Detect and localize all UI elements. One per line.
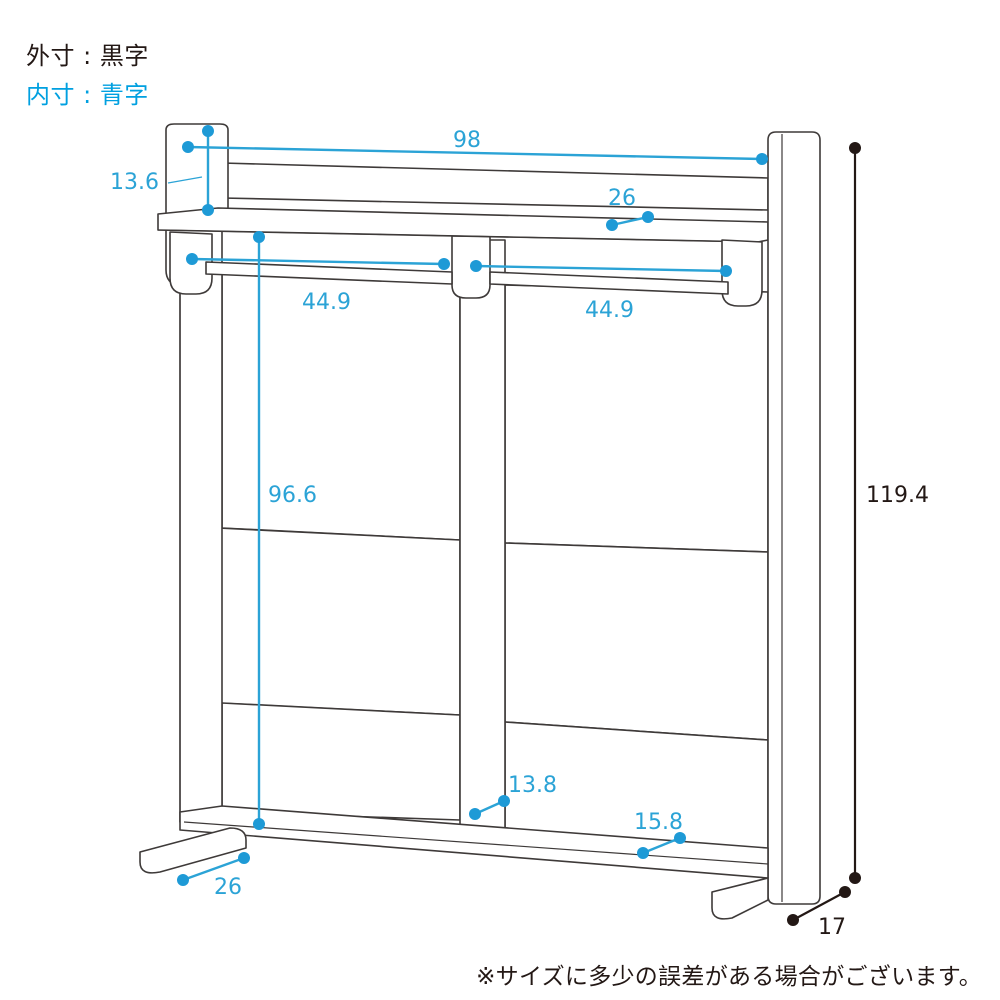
dim-dot <box>839 886 851 898</box>
right-rod-bracket <box>721 239 763 307</box>
dim-dot <box>469 808 481 820</box>
dim-leader-13-6 <box>167 176 203 184</box>
dim-dot <box>787 914 799 926</box>
dim-dot <box>756 153 768 165</box>
top-shelf <box>157 207 769 243</box>
dim-line-foot-depth <box>182 856 245 882</box>
label-hanging-height: 96.6 <box>268 483 317 508</box>
back-panel-left-lower <box>221 702 461 821</box>
rack-illustration <box>139 123 821 920</box>
dim-dot <box>177 874 189 886</box>
dim-dot <box>202 204 214 216</box>
dimension-labels: 98 13.6 26 44.9 44.9 96.6 13.8 15.8 26 1… <box>110 128 929 940</box>
base-frame <box>179 805 769 879</box>
back-panel-left-middle <box>217 527 461 716</box>
size-disclaimer-note: ※サイズに多少の誤差がある場合がございます。 <box>476 964 982 990</box>
dim-line-total-depth <box>792 891 846 921</box>
top-back-rail <box>221 162 769 211</box>
dim-dot <box>202 125 214 137</box>
dim-dot <box>674 832 686 844</box>
left-hanging-rod <box>205 261 453 285</box>
right-hanging-rod <box>489 271 729 295</box>
dim-line-left-rod <box>191 257 445 266</box>
right-foot <box>711 877 769 920</box>
dim-line-shelf-depth <box>611 215 649 227</box>
dim-line-right-rod <box>475 264 727 273</box>
center-post <box>459 239 506 843</box>
dim-dot <box>182 141 194 153</box>
label-right-rod-width: 44.9 <box>585 298 634 323</box>
left-foot <box>139 827 247 874</box>
label-left-rod-width: 44.9 <box>302 290 351 315</box>
outer-dimension-lines <box>787 142 861 926</box>
label-base-divider: 13.8 <box>508 773 557 798</box>
label-shelf-depth: 26 <box>608 186 636 211</box>
dim-line-base-depth <box>642 836 681 855</box>
right-side-post <box>767 131 821 905</box>
label-foot-depth: 26 <box>214 875 242 900</box>
back-panel-right-middle <box>504 542 769 741</box>
dim-dot <box>470 260 482 272</box>
dim-dot <box>253 818 265 830</box>
dim-dot <box>720 265 732 277</box>
label-top-width: 98 <box>453 128 481 153</box>
dim-dot <box>238 852 250 864</box>
dim-dot <box>642 211 654 223</box>
label-top-shelf-height: 13.6 <box>110 170 159 195</box>
dim-line-top-width <box>187 145 763 161</box>
dim-dot <box>849 142 861 154</box>
dim-dot <box>438 258 450 270</box>
label-base-depth: 15.8 <box>634 810 683 835</box>
back-panel-right-upper <box>504 284 769 553</box>
dim-dot <box>849 872 861 884</box>
dim-dot <box>186 253 198 265</box>
dim-dot <box>606 219 618 231</box>
dim-dot <box>637 847 649 859</box>
legend-outer-dimensions: 外寸 : 黒字 <box>26 42 149 70</box>
inner-dimension-lines <box>167 125 768 886</box>
label-total-depth: 17 <box>818 915 846 940</box>
legend-inner-dimensions: 内寸 : 青字 <box>26 81 149 109</box>
dim-dot <box>498 795 510 807</box>
base-frame-top-edge <box>183 821 769 865</box>
dim-dot <box>253 231 265 243</box>
label-total-height: 119.4 <box>866 483 929 508</box>
